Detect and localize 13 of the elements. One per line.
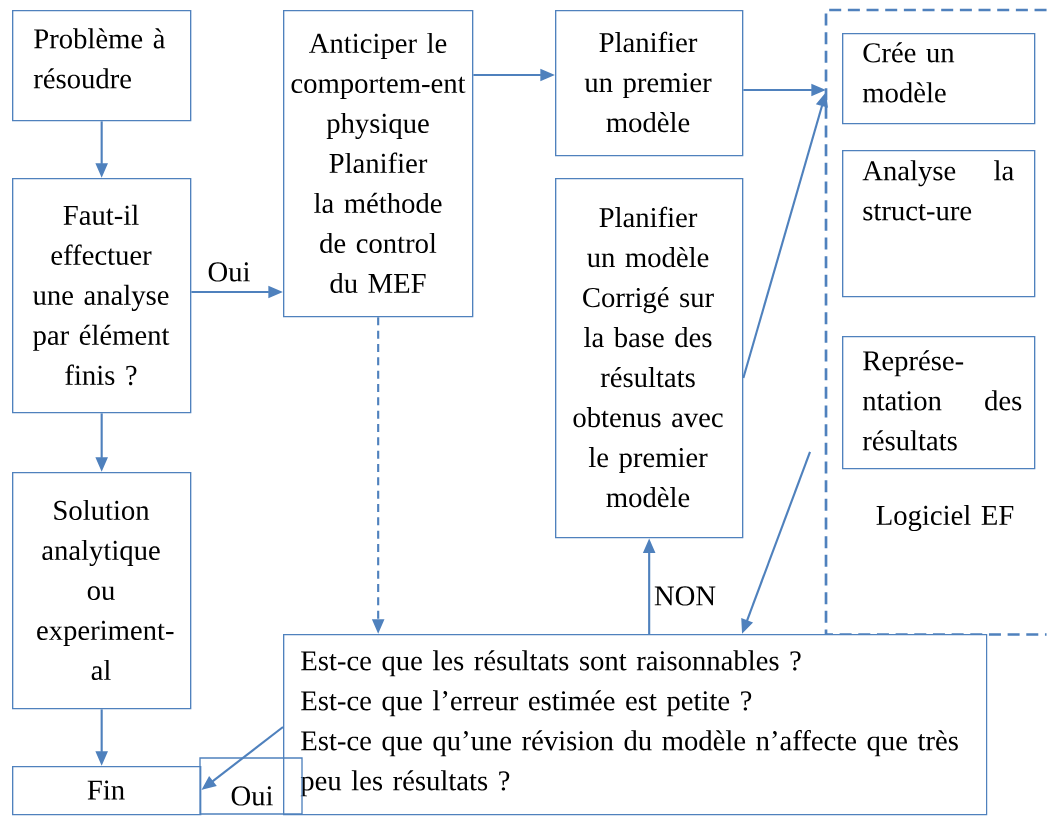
- step-box: Crée un modèle: [842, 33, 1036, 125]
- process-box: Planifier un premier modèle: [555, 10, 744, 157]
- process-box: Anticiper le comportem-ent physique Planifier la méthode de control du MEF: [283, 10, 474, 318]
- edge-label: NON: [652, 585, 718, 607]
- step-box: Représe-ntation des résultats: [842, 336, 1036, 470]
- question-box: Est-ce que les résultats sont raisonnables ? Est-ce que l’erreur estimée est petite ? Est-ce que qu’une révision du modèle n’affecte que très peu les résultats ?: [283, 634, 988, 816]
- process-box: Solution analytique ou experiment-al: [12, 472, 192, 710]
- process-box: Problème à résoudre: [12, 10, 192, 122]
- decision-box: Faut-il effectuer une analyse par élément finis ?: [12, 178, 192, 414]
- edge-label: Oui: [206, 261, 252, 283]
- end-box: Fin: [12, 766, 202, 816]
- process-box: Planifier un modèle Corrigé sur la base des résultats obtenus avec le premier modèle: [555, 178, 744, 539]
- step-box: Analyse la struct-ure: [842, 150, 1036, 298]
